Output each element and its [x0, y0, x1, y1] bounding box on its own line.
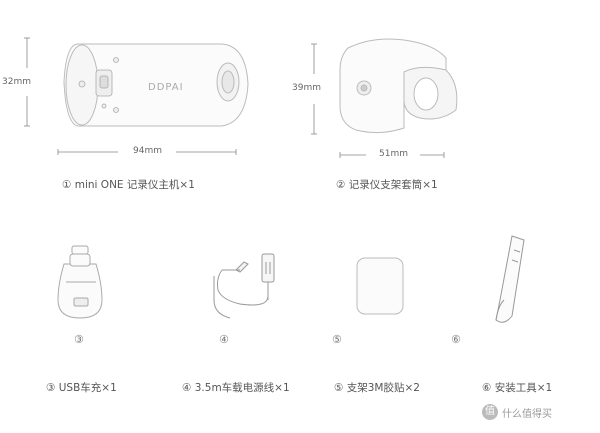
main-unit-ports — [78, 57, 119, 113]
main-unit-body — [63, 43, 249, 127]
main-unit-caption: ① mini ONE 记录仪主机×1 — [62, 179, 195, 191]
item-number-6: ⑥ — [451, 333, 461, 346]
usb-charger-drawing — [57, 245, 103, 319]
watermark-text: 什么值得买 — [502, 408, 552, 420]
mount-width-dimension — [339, 152, 445, 158]
power-cable-caption: ④ 3.5m车载电源线×1 — [182, 382, 290, 394]
adhesive-pad-drawing — [356, 257, 404, 315]
item-number-3: ③ — [74, 333, 84, 346]
item-number-5: ⑤ — [332, 333, 342, 346]
brand-logo: DDPAI — [148, 82, 184, 93]
watermark: 值 什么值得买 — [482, 404, 552, 420]
main-unit-width-dimension — [57, 149, 237, 155]
mount-caption: ② 记录仪支架套筒×1 — [336, 179, 438, 191]
mount-height-label: 39mm — [292, 83, 321, 93]
adhesive-pad-caption: ⑤ 支架3M胶贴×2 — [334, 382, 420, 394]
power-cable-drawing — [213, 253, 275, 319]
item-number-4: ④ — [219, 333, 229, 346]
mount-height-dimension — [311, 43, 317, 135]
watermark-badge-icon: 值 — [482, 404, 498, 420]
mount-body — [339, 38, 458, 134]
install-tool-caption: ⑥ 安装工具×1 — [482, 382, 553, 394]
install-tool-drawing — [495, 235, 525, 323]
main-unit-height-label: 32mm — [2, 77, 31, 87]
mount-width-label: 51mm — [379, 149, 408, 159]
main-unit-height-dimension — [24, 37, 30, 127]
main-unit-width-label: 94mm — [133, 146, 162, 156]
usb-charger-caption: ③ USB车充×1 — [46, 382, 117, 394]
